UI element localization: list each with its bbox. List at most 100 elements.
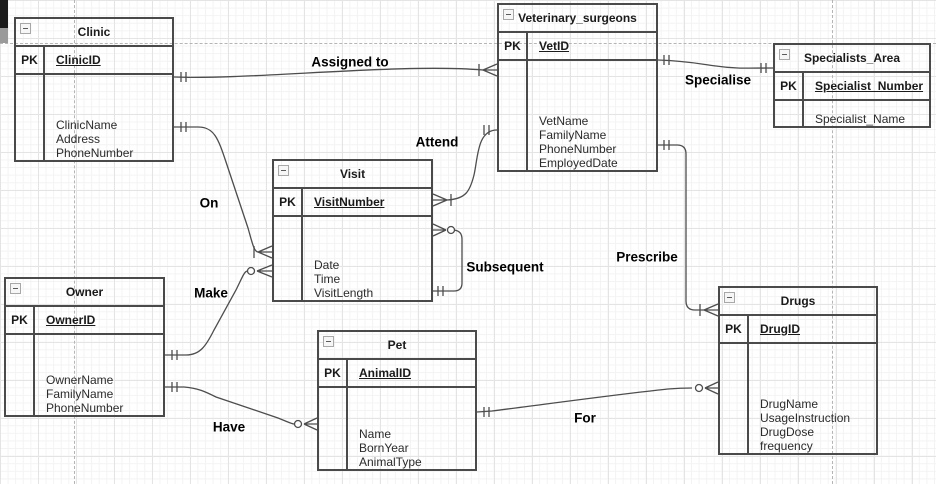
edge-line (174, 126, 259, 253)
edge-line (658, 144, 704, 311)
pk-row[interactable]: PK VetID (499, 33, 656, 61)
collapse-icon[interactable] (724, 292, 735, 303)
field-label: AnimalType (359, 455, 422, 469)
field-row[interactable]: ClinicName (45, 118, 172, 132)
field-row[interactable]: DrugName (749, 397, 876, 411)
pk-label: PK (11, 313, 28, 327)
column-divider (802, 71, 804, 126)
field-label: OwnerName (46, 373, 114, 387)
one-marker (663, 55, 670, 65)
one-marker (171, 350, 178, 360)
field-row[interactable]: Name (348, 427, 475, 441)
field-row[interactable]: FamilyName (35, 387, 163, 401)
field-row[interactable]: Date (303, 258, 431, 272)
field-row[interactable]: PhoneNumber (35, 401, 163, 415)
relationship-label-on[interactable]: On (199, 195, 219, 211)
entity-title: Visit (339, 167, 366, 181)
edge-line (657, 59, 774, 69)
field-row[interactable]: BornYear (348, 441, 475, 455)
relationship-label-specialise[interactable]: Specialise (684, 72, 752, 88)
collapse-icon[interactable] (779, 49, 790, 60)
field-label: VetName (539, 114, 589, 128)
column-divider (747, 314, 749, 453)
collapse-icon[interactable] (10, 283, 21, 294)
entity-header[interactable]: Specialists_Area (775, 45, 929, 73)
pk-row[interactable]: PK AnimalID (319, 360, 475, 388)
field-row[interactable]: FamilyName (528, 128, 656, 142)
pk-row[interactable]: PK VisitNumber (274, 189, 431, 217)
relationship-label-subsequent[interactable]: Subsequent (466, 259, 544, 275)
collapse-icon[interactable] (323, 336, 334, 347)
collapse-icon[interactable] (503, 9, 514, 20)
field-label: PhoneNumber (539, 142, 617, 156)
pk-label: PK (780, 79, 797, 93)
field-label: Specialist_Name (815, 112, 906, 126)
pk-field: OwnerID (46, 313, 96, 327)
entity-title: Owner (65, 285, 104, 299)
entity-header[interactable]: Visit (274, 161, 431, 189)
pk-field: DrugID (760, 322, 800, 336)
relationship-label-attend[interactable]: Attend (415, 134, 459, 150)
field-row[interactable]: PhoneNumber (45, 146, 172, 160)
entity-pet[interactable]: Pet PK AnimalID Name BornYear AnimalType (317, 330, 477, 471)
pk-row[interactable]: PK ClinicID (16, 47, 172, 75)
many-marker (256, 264, 273, 278)
entity-specialists-area[interactable]: Specialists_Area PK Specialist_Number Sp… (773, 43, 931, 128)
entity-clinic[interactable]: Clinic PK ClinicID ClinicName Address Ph… (14, 17, 174, 162)
pk-field: Specialist_Number (815, 79, 924, 93)
field-row[interactable]: PhoneNumber (528, 142, 656, 156)
edge-subsequent[interactable] (432, 223, 463, 296)
field-row[interactable]: VisitLength (303, 286, 431, 300)
pk-row[interactable]: PK OwnerID (6, 307, 163, 335)
field-row[interactable]: DrugDose (749, 425, 876, 439)
entity-header[interactable]: Veterinary_surgeons (499, 5, 656, 33)
edge-on[interactable] (174, 122, 273, 259)
field-row[interactable]: EmployedDate (528, 156, 656, 170)
field-label: FamilyName (539, 128, 607, 142)
entity-header[interactable]: Drugs (720, 288, 876, 316)
entity-title: Specialists_Area (803, 51, 901, 65)
field-row[interactable]: frequency (749, 439, 876, 453)
collapse-icon[interactable] (278, 165, 289, 176)
field-row[interactable]: OwnerName (35, 373, 163, 387)
entity-header[interactable]: Clinic (16, 19, 172, 47)
relationship-label-make[interactable]: Make (194, 285, 228, 301)
edge-prescribe[interactable] (658, 140, 719, 317)
entity-header[interactable]: Owner (6, 279, 163, 307)
relationship-label-for[interactable]: For (574, 410, 596, 426)
collapse-icon[interactable] (20, 23, 31, 34)
field-label: PhoneNumber (56, 146, 134, 160)
field-row[interactable]: Address (45, 132, 172, 146)
edge-line (476, 387, 693, 413)
pk-field: ClinicID (56, 53, 101, 67)
relationship-label-prescribe[interactable]: Prescribe (616, 249, 678, 265)
edge-specialise[interactable] (657, 55, 774, 73)
field-label: Name (359, 427, 392, 441)
relationship-label-assigned-to[interactable]: Assigned to (311, 54, 389, 70)
entity-owner[interactable]: Owner PK OwnerID OwnerName FamilyName Ph… (4, 277, 165, 417)
relationship-label-have[interactable]: Have (212, 419, 246, 435)
edge-line (173, 67, 484, 78)
pk-row[interactable]: PK DrugID (720, 316, 876, 344)
edge-for[interactable] (476, 381, 719, 417)
one-marker (171, 382, 178, 392)
entity-title: Drugs (780, 294, 816, 308)
field-row[interactable]: UsageInstruction (749, 411, 876, 425)
zero-marker (446, 225, 456, 235)
edge-make[interactable] (165, 264, 273, 360)
entity-veterinary-surgeons[interactable]: Veterinary_surgeons PK VetID VetName Fam… (497, 3, 658, 172)
entity-drugs[interactable]: Drugs PK DrugID DrugName UsageInstructio… (718, 286, 878, 455)
pk-label: PK (324, 366, 341, 380)
field-row[interactable]: Time (303, 272, 431, 286)
entity-title: Clinic (77, 25, 111, 39)
field-row[interactable]: Specialist_Name (804, 112, 929, 126)
pk-row[interactable]: PK Specialist_Number (775, 73, 929, 101)
field-row[interactable]: AnimalType (348, 455, 475, 469)
field-row[interactable]: VetName (528, 114, 656, 128)
entity-title: Veterinary_surgeons (518, 11, 637, 25)
one-marker (663, 140, 670, 150)
entity-visit[interactable]: Visit PK VisitNumber Date Time VisitLeng… (272, 159, 433, 302)
entity-title: Pet (387, 338, 407, 352)
entity-header[interactable]: Pet (319, 332, 475, 360)
field-label: DrugName (760, 397, 819, 411)
